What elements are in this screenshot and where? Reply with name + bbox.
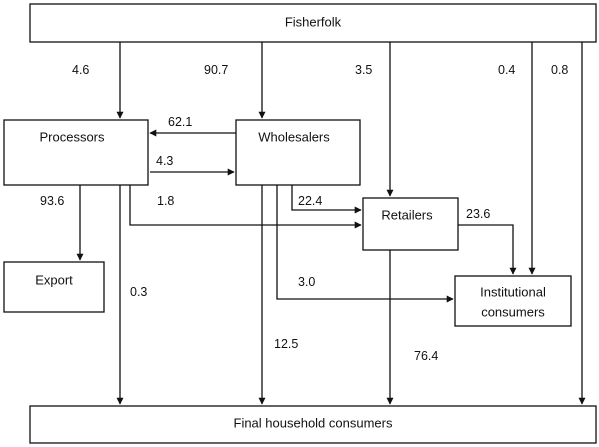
node-institutional-consumers: Institutional consumers bbox=[454, 275, 572, 327]
node-processors: Processors bbox=[3, 119, 149, 186]
flow-label-fisherfolk-retailers: 3.5 bbox=[355, 63, 372, 77]
flow-label-retailers-institutional: 23.6 bbox=[466, 207, 490, 221]
flow-label-wholesalers-retailers: 22.4 bbox=[298, 194, 322, 208]
node-fisherfolk: Fisherfolk bbox=[29, 3, 597, 43]
node-wholesalers: Wholesalers bbox=[235, 119, 361, 186]
node-processors-label: Processors bbox=[39, 129, 105, 144]
flow-labels: 4.6 90.7 3.5 0.4 0.8 62.1 4.3 93.6 1.8 0… bbox=[40, 63, 568, 363]
flow-label-fisherfolk-final: 0.8 bbox=[551, 63, 568, 77]
flow-label-processors-wholesalers: 4.3 bbox=[156, 154, 173, 168]
edge-wholesalers-retailers bbox=[291, 185, 362, 214]
node-export-label: Export bbox=[35, 272, 73, 287]
node-final-household-consumers: Final household consumers bbox=[29, 405, 597, 444]
node-retailers-label: Retailers bbox=[381, 207, 433, 222]
node-institutional-label-line2: consumers bbox=[481, 304, 545, 319]
node-final-label: Final household consumers bbox=[234, 415, 393, 430]
flow-label-fisherfolk-processors: 4.6 bbox=[72, 63, 89, 77]
node-wholesalers-label: Wholesalers bbox=[258, 129, 330, 144]
flow-label-retailers-final: 76.4 bbox=[414, 349, 438, 363]
node-export: Export bbox=[3, 261, 105, 313]
flow-label-wholesalers-institutional: 3.0 bbox=[298, 275, 315, 289]
node-retailers: Retailers bbox=[362, 197, 459, 251]
edge-wholesalers-institutional bbox=[276, 185, 454, 303]
flow-label-wholesalers-processors: 62.1 bbox=[168, 115, 192, 129]
flow-label-fisherfolk-wholesalers: 90.7 bbox=[204, 63, 228, 77]
flow-label-fisherfolk-institutional: 0.4 bbox=[498, 63, 515, 77]
flow-label-processors-export: 93.6 bbox=[40, 194, 64, 208]
flow-label-wholesalers-final: 12.5 bbox=[274, 337, 298, 351]
edge-processors-retailers bbox=[129, 185, 362, 229]
flow-label-processors-retailers: 1.8 bbox=[157, 194, 174, 208]
edges bbox=[76, 42, 586, 405]
edge-retailers-institutional bbox=[458, 224, 517, 275]
node-fisherfolk-label: Fisherfolk bbox=[285, 14, 342, 29]
flow-label-processors-final: 0.3 bbox=[130, 285, 147, 299]
node-institutional-label-line1: Institutional bbox=[480, 284, 546, 299]
